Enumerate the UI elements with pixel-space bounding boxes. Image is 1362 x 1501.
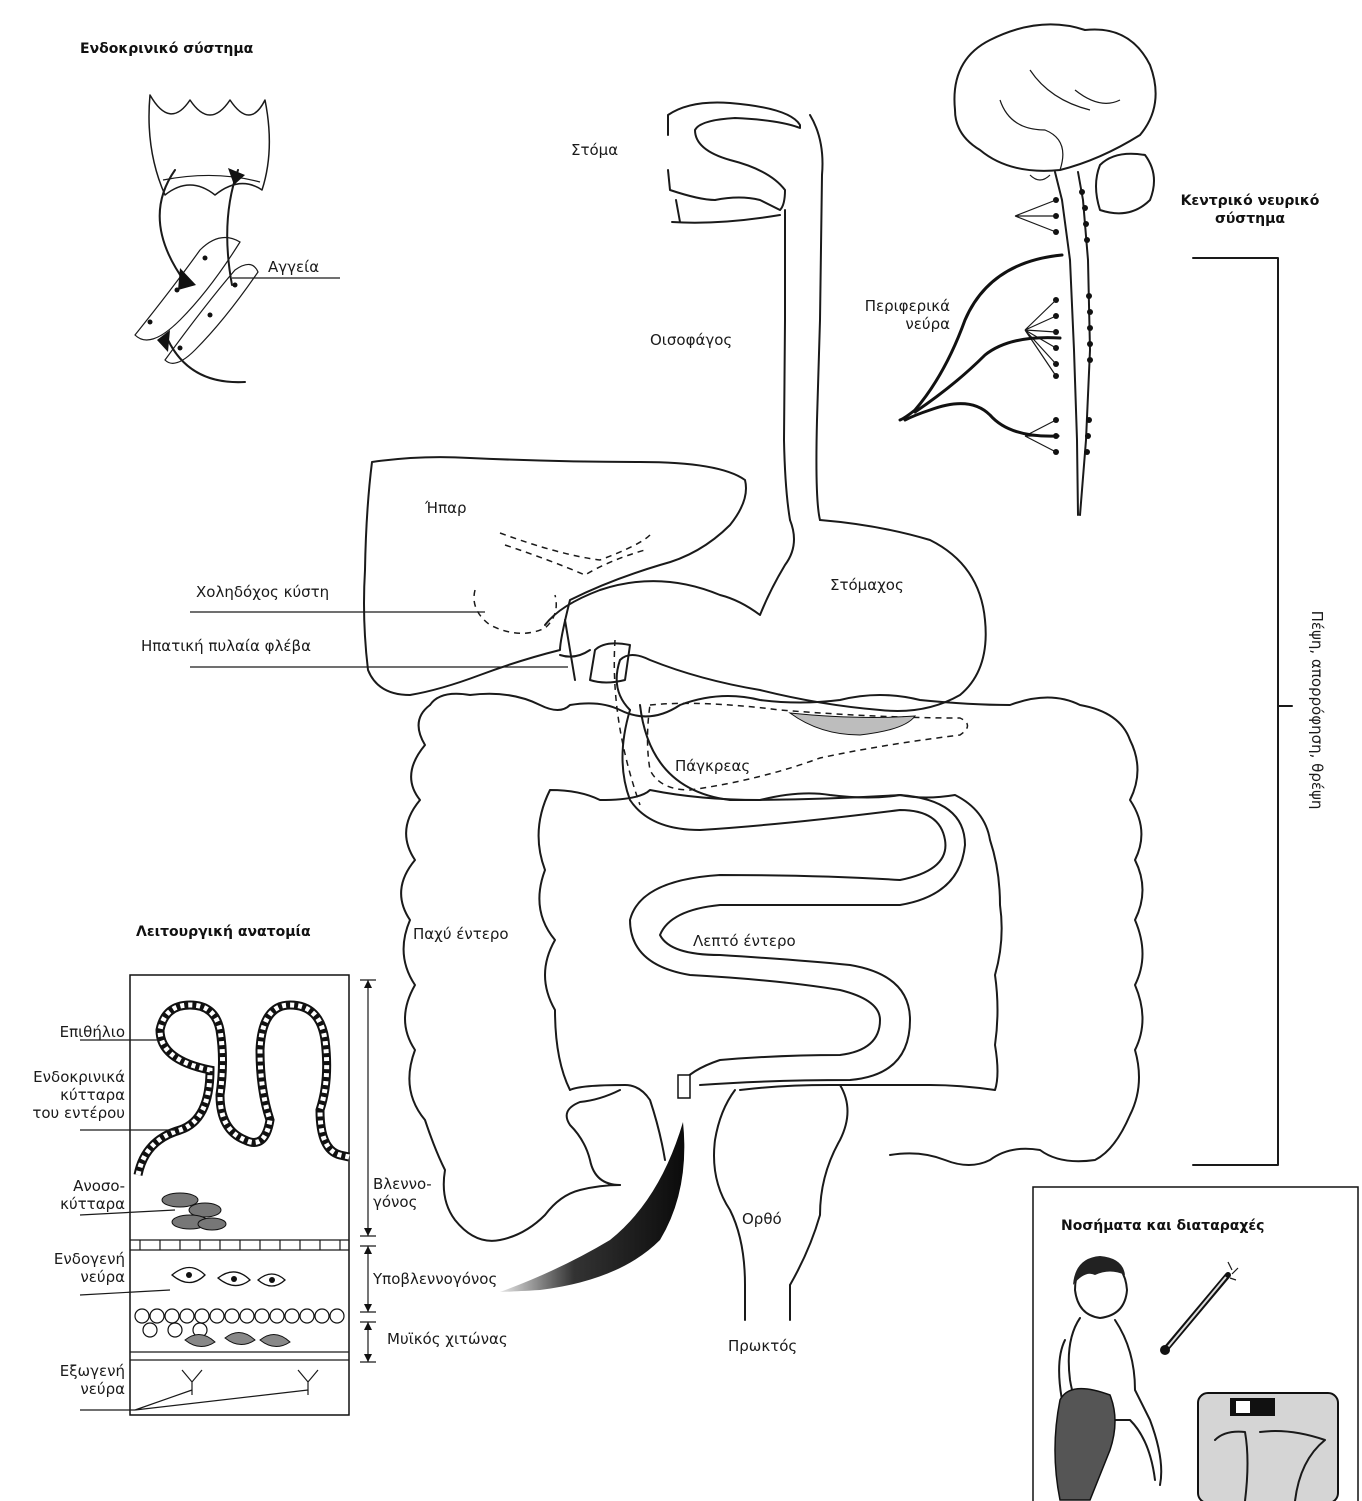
- mouth-esophagus-shape: [668, 103, 823, 521]
- muscularis-label: Μυϊκός χιτώνας: [387, 1330, 508, 1348]
- immune-cells-line1: Ανοσο-: [10, 1177, 125, 1195]
- immune-cells-line2: κύτταρα: [10, 1195, 125, 1213]
- disorders-header: Νοσήματα και διαταραχές: [1061, 1218, 1264, 1236]
- extrinsic-nerves-line2: νεύρα: [10, 1380, 125, 1398]
- rectum-label: Ορθό: [742, 1210, 782, 1228]
- cns-header-line1: Κεντρικό νευρικό: [1170, 193, 1330, 211]
- mucosa-label: Βλεννο- γόνος: [373, 1175, 432, 1211]
- functional-anatomy-header: Λειτουργική ανατομία: [136, 924, 311, 942]
- vessels-label: Αγγεία: [268, 258, 319, 276]
- liver-shape: [364, 457, 746, 695]
- small-intestine-label: Λεπτό έντερο: [693, 932, 796, 950]
- thyroid-gland-icon: [149, 95, 269, 195]
- peripheral-nerves-line1: Περιφερικά: [820, 297, 950, 315]
- peripheral-nerves-line2: νεύρα: [820, 315, 950, 333]
- endocrine-system-header: Ενδοκρινικό σύστημα: [80, 41, 253, 59]
- mucosa-line2: γόνος: [373, 1193, 432, 1211]
- intrinsic-nerves-label: Ενδογενή νεύρα: [10, 1250, 125, 1286]
- spinal-cord-icon: [1053, 172, 1093, 515]
- submucosa-label: Υποβλεννογόνος: [373, 1270, 497, 1288]
- peripheral-nerves-label: Περιφερικά νεύρα: [820, 297, 950, 333]
- brain-icon: [954, 24, 1155, 213]
- bathroom-scale-icon: [1198, 1393, 1338, 1501]
- cns-header-line2: σύστημα: [1170, 211, 1330, 229]
- function-bracket-label: Πέψη, απορρόφηση, θρέψη: [1306, 595, 1326, 825]
- liver-label: Ήπαρ: [425, 499, 467, 517]
- small-intestine-shape: [623, 705, 966, 1098]
- layer-brackets: [360, 980, 376, 1362]
- endocrine-cells-line1: Ενδοκρινικά: [10, 1068, 125, 1086]
- intrinsic-nerves-line2: νεύρα: [10, 1268, 125, 1286]
- thermometer-icon: [1160, 1262, 1238, 1355]
- large-intestine-label: Παχύ έντερο: [413, 925, 509, 943]
- gallbladder-label: Χοληδόχος κύστη: [196, 583, 329, 601]
- extrinsic-nerves-label: Εξωγενή νεύρα: [10, 1362, 125, 1398]
- immune-cells-label: Ανοσο- κύτταρα: [10, 1177, 125, 1213]
- child-on-toilet-icon: [1055, 1256, 1161, 1500]
- pancreas-shape: [614, 640, 967, 805]
- magnification-wedge: [500, 1122, 684, 1292]
- mucosa-line1: Βλεννο-: [373, 1175, 432, 1193]
- cns-header: Κεντρικό νευρικό σύστημα: [1170, 193, 1330, 228]
- endocrine-cells-line2: κύτταρα: [10, 1086, 125, 1104]
- function-bracket: [1193, 258, 1292, 1165]
- mouth-label: Στόμα: [571, 141, 618, 159]
- esophagus-label: Οισοφάγος: [650, 331, 732, 349]
- portal-vein-label: Ηπατική πυλαία φλέβα: [141, 637, 311, 655]
- stomach-label: Στόμαχος: [830, 576, 904, 594]
- epithelium-label: Επιθήλιο: [10, 1023, 125, 1041]
- anus-label: Πρωκτός: [728, 1337, 797, 1355]
- pancreas-label: Πάγκρεας: [675, 757, 750, 775]
- intrinsic-nerves-line1: Ενδογενή: [10, 1250, 125, 1268]
- endocrine-cells-line3: του εντέρου: [10, 1104, 125, 1122]
- endocrine-cells-label: Ενδοκρινικά κύτταρα του εντέρου: [10, 1068, 125, 1122]
- extrinsic-nerves-line1: Εξωγενή: [10, 1362, 125, 1380]
